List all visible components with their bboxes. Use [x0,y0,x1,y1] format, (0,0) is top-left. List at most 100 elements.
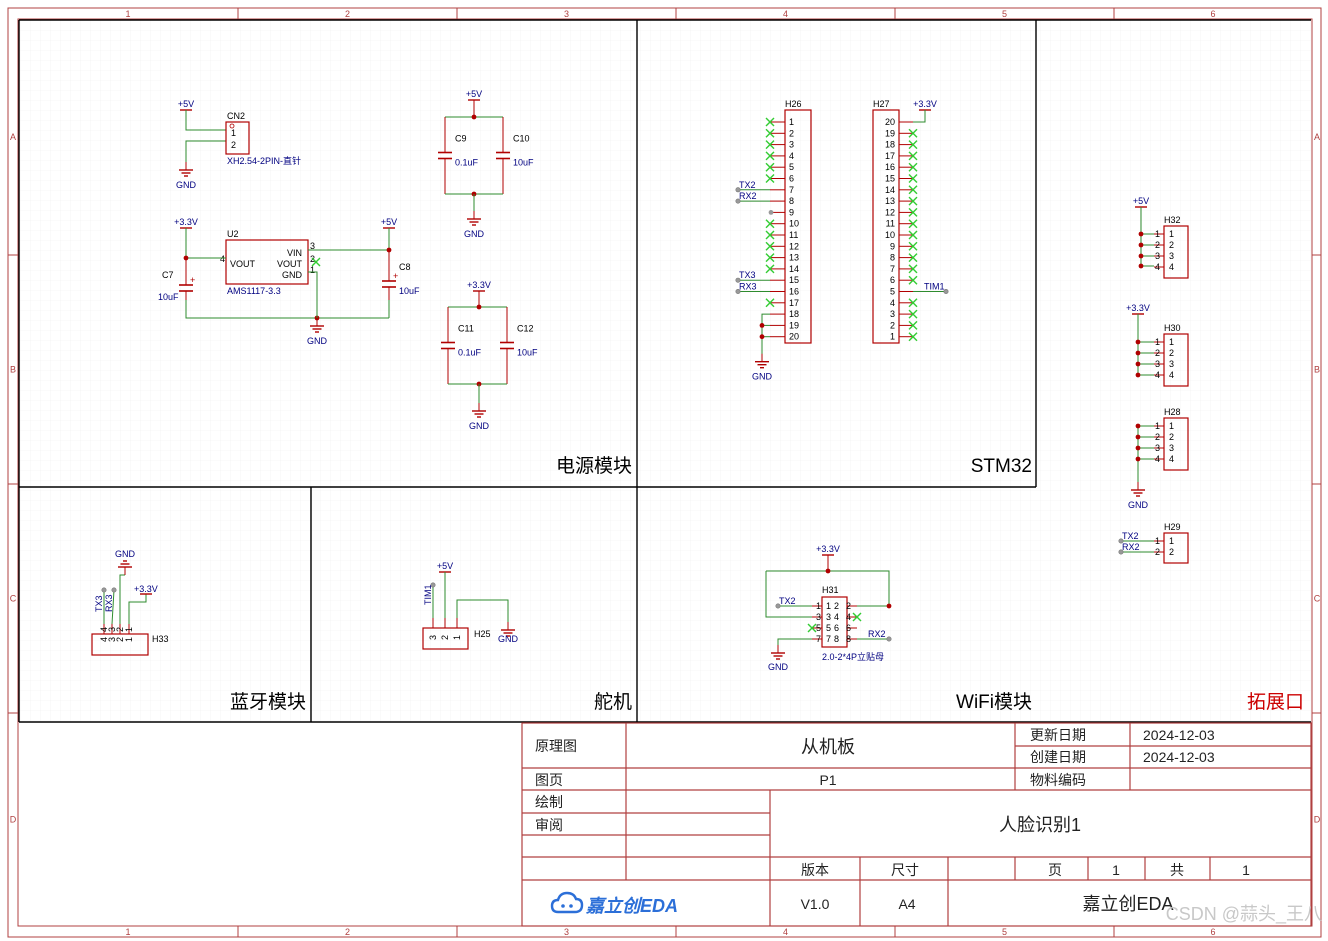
net-label: TIM1 [924,282,945,292]
ruler-col-label: 1 [125,9,130,19]
net-flag-dot [101,587,107,593]
pin-num: 1 [816,601,821,611]
net-label: RX3 [104,594,114,612]
pin-num: 6 [890,275,895,285]
power-port: +5V [466,89,482,117]
junction [759,323,765,328]
no-connect-stroke [765,241,775,251]
pin-num-inner: 2 [1155,547,1160,557]
ruler-row-label: D [10,815,17,825]
junction [768,210,774,215]
no-connect-mark [908,320,918,330]
net-label: RX3 [739,282,757,292]
junction [1135,339,1141,345]
junction [1135,350,1141,356]
net-flag-dot [735,277,741,283]
no-connect-stroke [765,174,775,183]
cap-polarity: + [190,275,195,285]
pin-num: 1 [1169,337,1174,347]
gnd-symbol: GND [752,353,773,382]
wire [185,300,389,319]
net-label: TX2 [1122,531,1139,541]
gnd-net-label: GND [464,229,485,239]
pin-num: 2 [846,601,851,611]
gnd-symbol [771,645,785,660]
ruler-row-label: B [10,365,16,375]
pin-num: 15 [885,174,895,184]
h31-body [821,596,848,648]
power-net-label: +5V [381,217,397,227]
pin-num: 4 [1169,262,1174,272]
net-label: RX2 [739,191,757,201]
junction [825,568,831,574]
pin-num: 8 [890,253,895,263]
no-connect-stroke [765,162,775,172]
no-connect-stroke [908,230,918,240]
pin-num: 12 [885,207,895,217]
no-connect-stroke [908,185,918,195]
pin-num: 11 [886,219,895,229]
ruler-col-label: 3 [564,927,569,937]
wire [456,599,509,622]
title-create-label: 创建日期 [1030,749,1086,765]
pin-num: 17 [885,151,895,161]
pin-num: 13 [789,253,799,263]
pin-num: 3 [1169,251,1174,261]
power-net-label: +3.3V [816,544,840,554]
pin-num: 4 [99,637,109,642]
ruler-col-label: 1 [125,927,130,937]
pin-num: 10 [885,230,895,240]
no-connect-mark [908,185,918,195]
pin-num: 4 [890,298,895,308]
cloud-icon-dot [569,904,573,908]
gnd-symbol: GND [176,162,197,190]
pin-num-inner: 6 [834,623,839,633]
no-connect-stroke [908,196,918,206]
no-connect-stroke [765,128,775,138]
no-connect-stroke [908,241,918,251]
pin-num-inner: 4 [1155,262,1160,272]
power-net-label: +3.3V [1126,303,1150,313]
pin-num-inner: 4 [1155,370,1160,380]
title-version-value: V1.0 [801,896,830,912]
no-connect-stroke [908,140,918,150]
u2-pin-num: 4 [220,254,225,264]
junction [1138,242,1144,248]
ruler-col-label: 5 [1002,9,1007,19]
stm32-module: H261234567891011121314151617181920TX2RX2… [735,99,949,382]
u2-pin-vin: VIN [287,248,302,258]
no-connect-stroke [852,612,862,622]
title-update-label: 更新日期 [1030,727,1086,743]
title-update-date: 2024-12-03 [1143,727,1215,743]
net-flag-dot [735,187,741,193]
gnd-net-label: GND [752,372,773,382]
cap-ref: C9 [455,134,467,144]
cap-ref: C11 [458,324,474,334]
no-connect-stroke [908,253,918,263]
pin-num: 1 [1169,421,1174,431]
junction [886,603,892,609]
net-label: TX3 [739,270,756,280]
no-connect-stroke [908,332,918,342]
pin-num-inner: 2 [115,627,125,632]
pin-num-inner: 3 [1155,251,1160,261]
junction [1135,434,1141,440]
title-size-label: 尺寸 [891,862,919,878]
title-draw-label: 绘制 [535,794,563,810]
pin-num: 3 [816,612,821,622]
wire [119,574,125,624]
u2-pin-vout: VOUT [230,259,256,269]
no-connect-mark [908,151,918,161]
gnd-symbol: GND [115,549,136,575]
ruler-row-label: A [10,132,16,142]
title-material-label: 物料编码 [1030,772,1086,788]
pin-num-inner: 1 [1155,536,1160,546]
no-connect-mark [765,151,775,161]
no-connect-mark [765,253,775,263]
title-project-name: 人脸识别1 [999,815,1081,835]
pin-num-inner: 3 [826,612,831,622]
net-flag-dot [430,582,436,588]
h26-body [784,109,812,344]
